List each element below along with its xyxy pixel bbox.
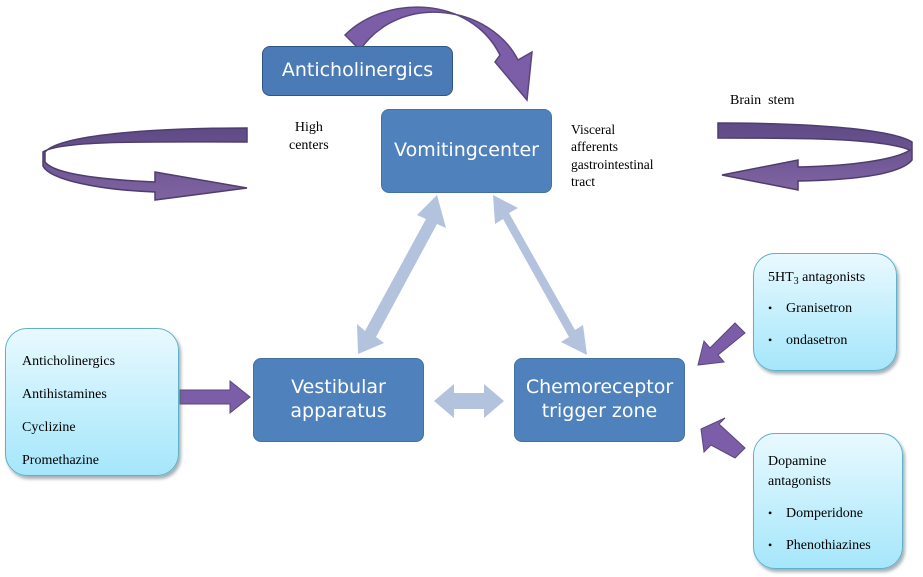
- double-arrow-vestibular-vomiting: [357, 195, 446, 354]
- double-arrow-ctz-vomiting: [493, 195, 587, 355]
- node-chemoreceptor-trigger-zone: Chemoreceptor trigger zone: [514, 358, 685, 442]
- label-high-centers: High centers: [289, 119, 329, 155]
- node-vomiting-center: Vomitingcenter: [381, 109, 552, 193]
- drug-item: Antihistamines: [22, 387, 107, 402]
- double-arrow-vestibular-ctz: [434, 384, 504, 418]
- label-visceral-line1: Visceral: [571, 122, 616, 137]
- drug-box-5ht3-heading: 5HT3 antagonists: [768, 270, 896, 287]
- label-visceral-line4: tract: [571, 173, 595, 189]
- drug-item: Promethazine: [22, 453, 99, 468]
- drug-item: Phenothiazines: [768, 538, 902, 554]
- drug-item: Anticholinergics: [22, 354, 116, 369]
- node-anticholinergics-top: Anticholinergics: [262, 46, 453, 96]
- heading-prefix: 5HT: [768, 270, 794, 285]
- label-visceral-afferents: Visceral afferents gastrointestinal trac…: [571, 121, 653, 190]
- label-high-centers-line2: centers: [289, 138, 329, 154]
- node-vomiting-center-label: Vomitingcenter: [394, 139, 539, 162]
- node-vestibular-line1: Vestibular: [291, 376, 386, 399]
- arrow-left-box-to-vestibular: [179, 379, 251, 415]
- swirl-arrow-right: [717, 122, 913, 191]
- arrow-dopamine-to-ctz: [700, 417, 746, 459]
- drug-box-5ht3: 5HT3 antagonists Granisetron ondasetron: [753, 253, 897, 371]
- node-vestibular-apparatus: Vestibular apparatus: [253, 358, 424, 442]
- arrow-5ht3-to-ctz: [697, 322, 746, 366]
- node-anticholinergics-label: Anticholinergics: [281, 59, 434, 82]
- drug-box-vestibular: Anticholinergics Antihistamines Cyclizin…: [5, 328, 179, 476]
- label-visceral-line3: gastrointestinal: [571, 156, 654, 172]
- drug-item: Domperidone: [768, 506, 902, 522]
- swirl-arrow-left: [42, 127, 248, 201]
- drug-box-dopamine: Dopamine antagonists Domperidone Phenoth…: [753, 433, 903, 569]
- connector-arrows: [357, 195, 587, 418]
- node-ctz-line2: trigger zone: [541, 400, 658, 422]
- curved-arrow-top: [343, 6, 533, 102]
- node-ctz-line1: Chemoreceptor: [525, 376, 674, 399]
- label-visceral-line2: afferents: [571, 139, 618, 155]
- drug-box-dopamine-heading: Dopamine antagonists: [768, 452, 902, 492]
- heading-line2: antagonists: [768, 474, 831, 489]
- drug-item: Cyclizine: [22, 420, 76, 435]
- node-vestibular-line2: apparatus: [290, 400, 387, 422]
- drug-item: Granisetron: [768, 301, 896, 317]
- heading-subscript: 3: [793, 276, 799, 287]
- drug-item: ondasetron: [768, 333, 896, 349]
- heading-suffix: antagonists: [798, 270, 866, 285]
- label-brain-stem: Brain stem: [730, 93, 795, 108]
- heading-line1: Dopamine: [768, 454, 827, 469]
- label-high-centers-line1: High: [294, 120, 323, 135]
